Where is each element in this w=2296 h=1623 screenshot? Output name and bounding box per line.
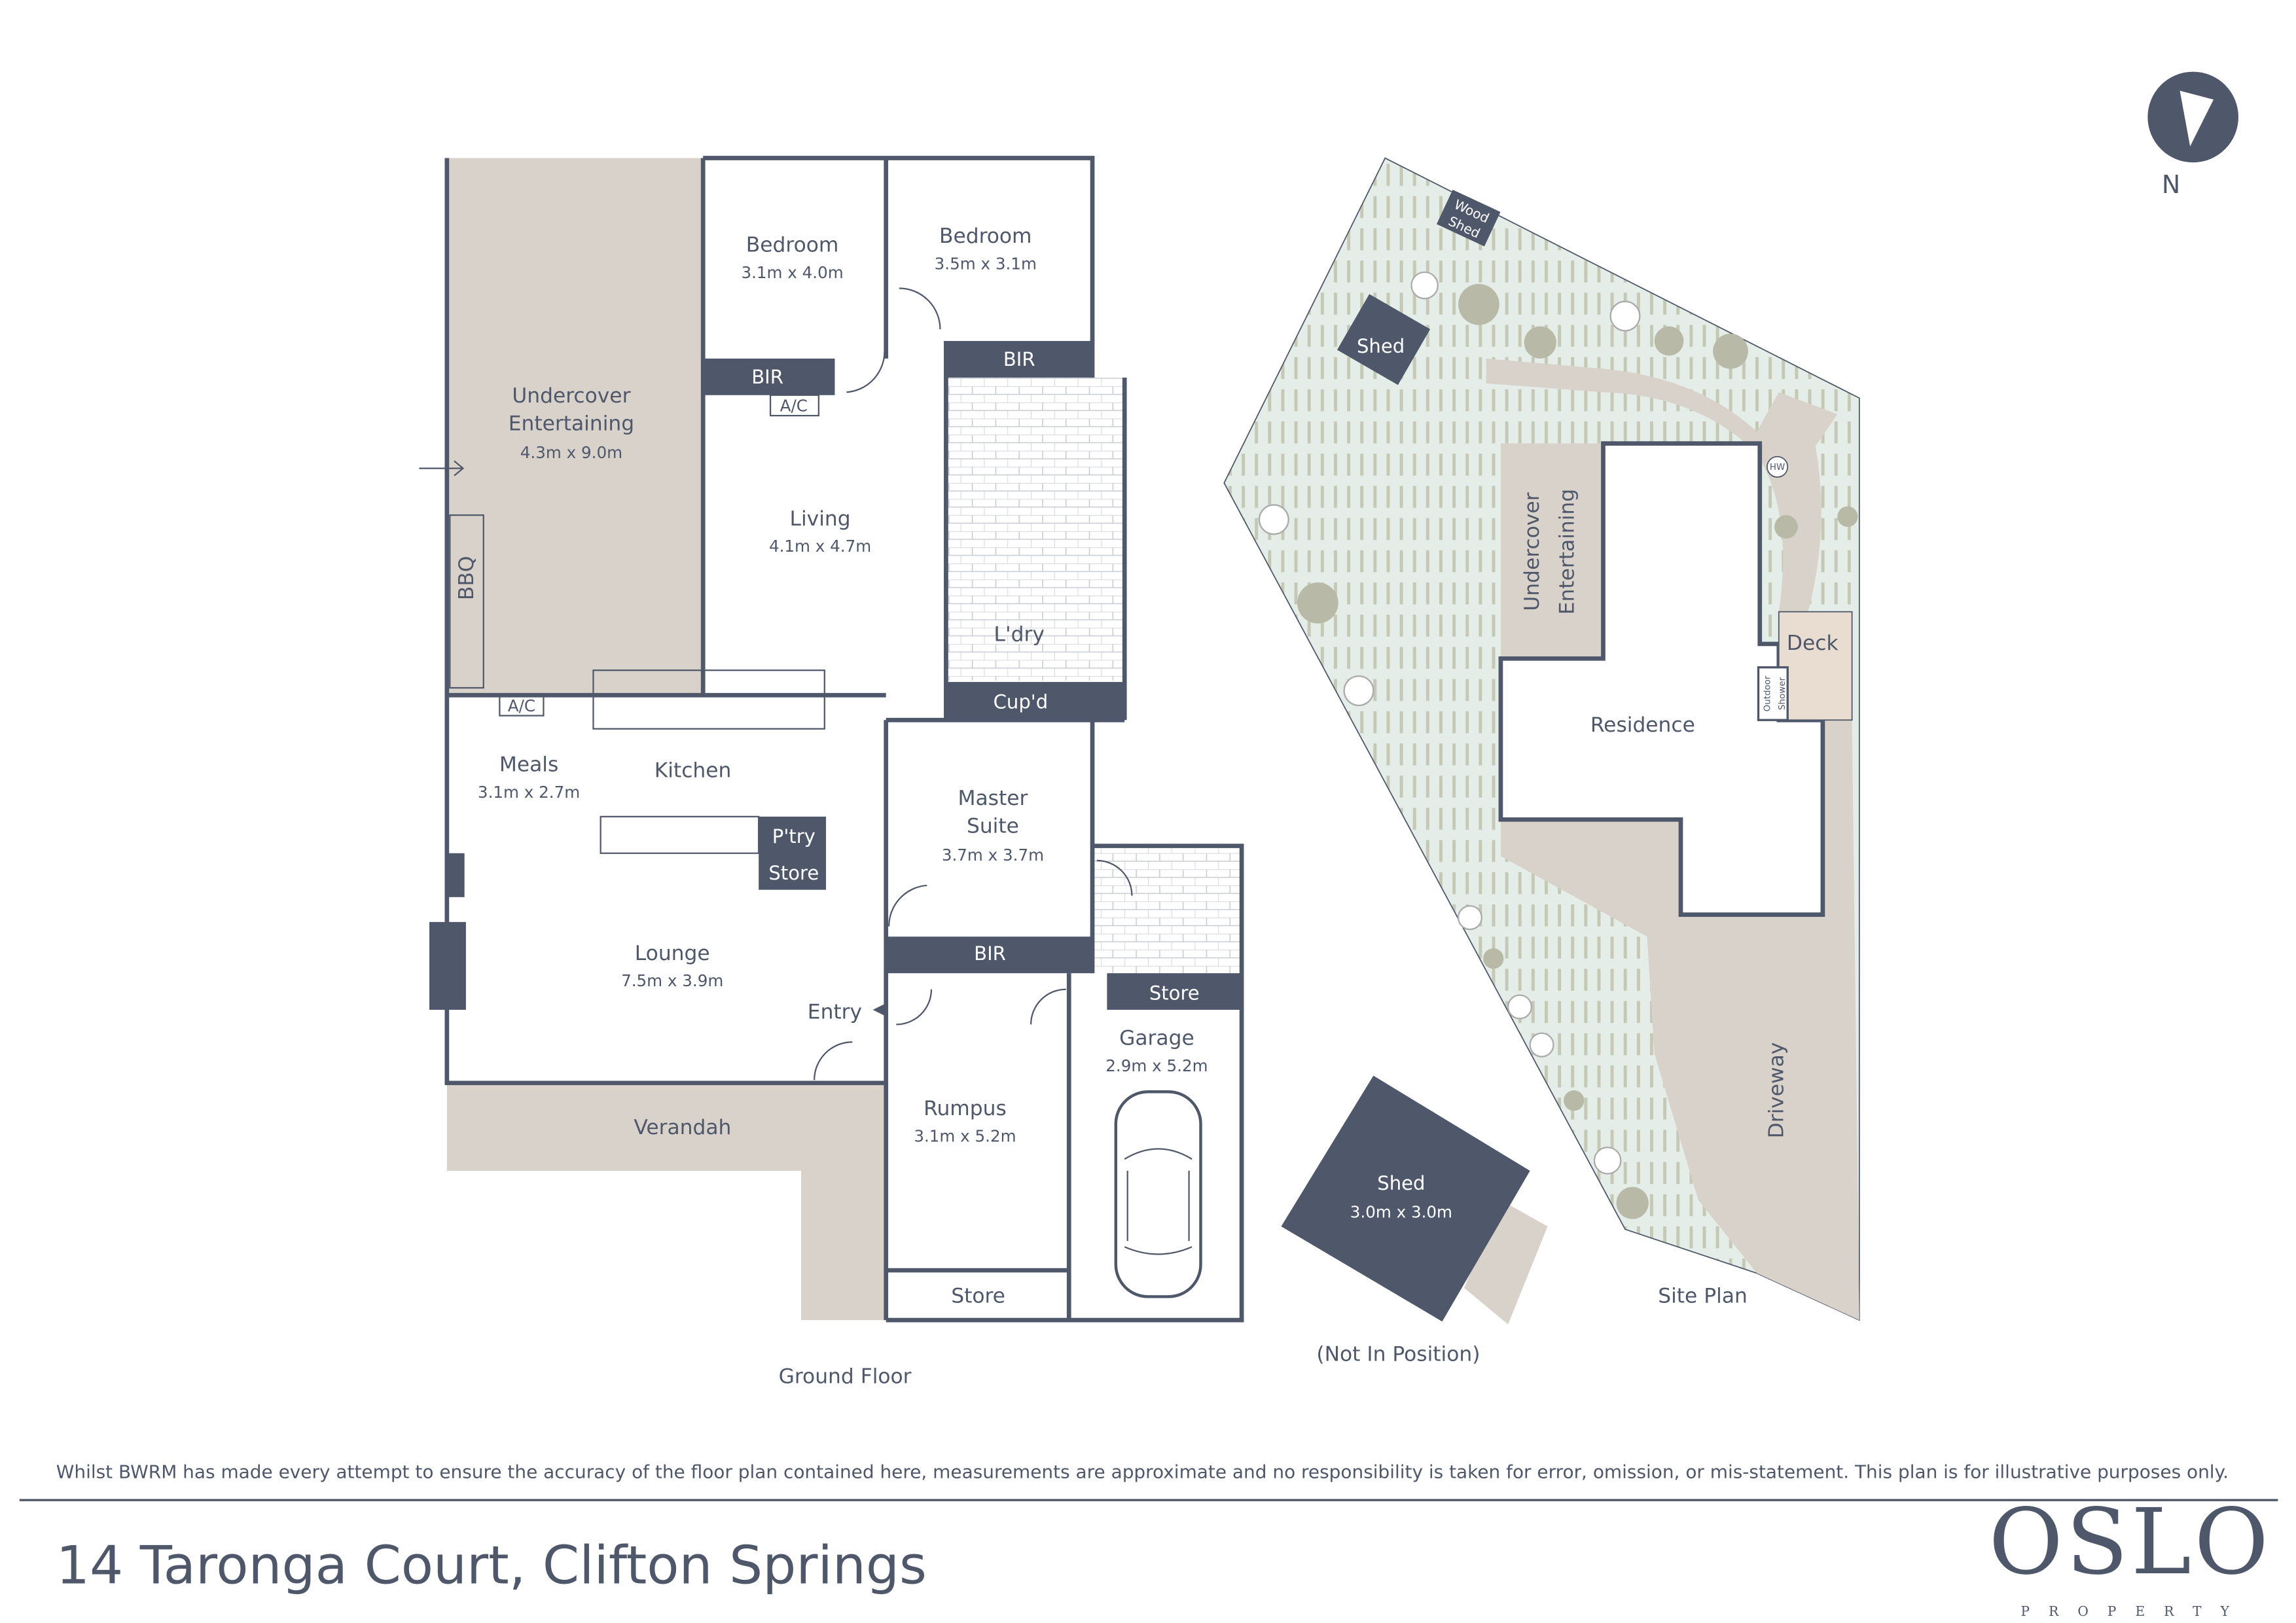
rumpus-label: Rumpus bbox=[924, 1097, 1007, 1120]
car-icon bbox=[1114, 1090, 1202, 1298]
entry-door-arrow bbox=[872, 1004, 885, 1016]
bir-3-label: BIR bbox=[974, 942, 1006, 965]
site-plan: Wood Shed Shed Undercover Entertaining H… bbox=[1223, 157, 1860, 1321]
ensuite-store bbox=[1107, 973, 1242, 1010]
bbq-bench bbox=[449, 514, 484, 689]
shed-label: Shed bbox=[1377, 1172, 1425, 1194]
site-shed-label: Shed bbox=[1357, 335, 1405, 357]
driveway-label: Driveway bbox=[1765, 1043, 1789, 1139]
bedroom-2-dim: 3.5m x 3.1m bbox=[935, 254, 1037, 273]
cupboard bbox=[946, 682, 1125, 721]
undercover-label: Undercover bbox=[512, 384, 630, 408]
fireplace bbox=[429, 921, 466, 1010]
bir-2-label: BIR bbox=[1003, 348, 1035, 370]
disclaimer-text: Whilst BWRM has made every attempt to en… bbox=[56, 1461, 2229, 1483]
detached-shed: Shed 3.0m x 3.0m (Not In Position) bbox=[1281, 1075, 1548, 1366]
driveway-area bbox=[1500, 720, 1859, 1321]
wall-feature bbox=[446, 853, 465, 897]
hot-water-unit bbox=[1767, 455, 1789, 478]
bir-2 bbox=[946, 341, 1093, 378]
bedroom-1-label: Bedroom bbox=[746, 234, 839, 257]
pantry-label: P'try bbox=[772, 825, 816, 847]
bedroom-1-dim: 3.1m x 4.0m bbox=[741, 263, 843, 282]
ensuite-store-label: Store bbox=[1149, 982, 1200, 1004]
master-label-2: Suite bbox=[967, 814, 1019, 838]
rumpus-store-label: Store bbox=[951, 1284, 1005, 1308]
door-swings bbox=[814, 287, 1133, 1080]
cupboard-label: Cup'd bbox=[994, 690, 1049, 713]
master-dim: 3.7m x 3.7m bbox=[942, 846, 1044, 865]
shower-label: Shower bbox=[1778, 677, 1787, 710]
path bbox=[1486, 358, 1838, 612]
verandah-label: Verandah bbox=[634, 1116, 731, 1139]
master-label: Master bbox=[958, 787, 1028, 810]
bir-1 bbox=[703, 358, 835, 395]
kitchen-island bbox=[600, 815, 760, 854]
meals-dim: 3.1m x 2.7m bbox=[478, 783, 580, 802]
garage-dim: 2.9m x 5.2m bbox=[1105, 1056, 1208, 1075]
lounge-dim: 7.5m x 3.9m bbox=[621, 971, 723, 990]
wood-shed bbox=[1436, 189, 1501, 247]
living-dim: 4.1m x 4.7m bbox=[769, 537, 871, 556]
walls bbox=[444, 156, 1244, 1323]
pantry-store-label: Store bbox=[768, 862, 819, 884]
bathroom-tiles bbox=[946, 377, 1125, 681]
north-compass-icon: N bbox=[2147, 71, 2239, 199]
deck bbox=[1778, 611, 1853, 721]
hw-label: HW bbox=[1770, 463, 1785, 473]
residence-label: Residence bbox=[1590, 713, 1695, 737]
bbq-label: BBQ bbox=[455, 556, 478, 601]
site-undercover-label: Undercover bbox=[1520, 492, 1544, 611]
kitchen-label: Kitchen bbox=[655, 758, 732, 782]
entry-label: Entry bbox=[808, 1000, 862, 1024]
rumpus-dim: 3.1m x 5.2m bbox=[914, 1126, 1016, 1145]
site-plan-title: Site Plan bbox=[1658, 1284, 1748, 1308]
site-undercover-label-2: Entertaining bbox=[1556, 489, 1579, 615]
ac-unit-1 bbox=[769, 394, 819, 417]
oslo-logo: OSLO bbox=[1988, 1489, 2271, 1595]
verandah-area bbox=[446, 1082, 886, 1321]
laundry-label: L'dry bbox=[994, 622, 1045, 646]
north-label: N bbox=[2162, 170, 2180, 199]
trees bbox=[1258, 271, 1858, 1219]
outdoor-label: Outdoor bbox=[1763, 675, 1772, 711]
undercover-label-2: Entertaining bbox=[509, 412, 634, 435]
bir-3 bbox=[886, 936, 1093, 974]
bir-1-label: BIR bbox=[751, 366, 783, 388]
entry-arrow bbox=[419, 460, 465, 476]
bedroom-2-label: Bedroom bbox=[939, 224, 1032, 248]
outdoor-shower bbox=[1757, 666, 1789, 721]
undercover-entertaining-area bbox=[446, 158, 704, 696]
ground-floor-plan: Undercover Entertaining 4.3m x 9.0m Bedr… bbox=[419, 156, 1244, 1388]
garage-label: Garage bbox=[1119, 1027, 1194, 1050]
lounge-label: Lounge bbox=[635, 942, 710, 965]
shed-note: (Not In Position) bbox=[1316, 1343, 1480, 1366]
ac-unit-2 bbox=[499, 694, 545, 717]
ground-floor-title: Ground Floor bbox=[779, 1364, 912, 1388]
site-undercover-area bbox=[1500, 443, 1604, 659]
ac-2-label: A/C bbox=[508, 696, 535, 715]
site-shed bbox=[1336, 294, 1431, 385]
shed-dim: 3.0m x 3.0m bbox=[1350, 1203, 1452, 1222]
property-address: 14 Taronga Court, Clifton Springs bbox=[56, 1535, 927, 1596]
deck-label: Deck bbox=[1787, 632, 1839, 655]
meals-label: Meals bbox=[499, 753, 558, 777]
living-label: Living bbox=[790, 507, 851, 531]
undercover-dim: 4.3m x 9.0m bbox=[520, 443, 622, 462]
ac-1-label: A/C bbox=[780, 396, 808, 415]
oslo-logo-tagline: PROPERTY bbox=[2021, 1603, 2248, 1619]
pantry-store bbox=[759, 816, 827, 890]
kitchen-bench bbox=[592, 669, 825, 730]
